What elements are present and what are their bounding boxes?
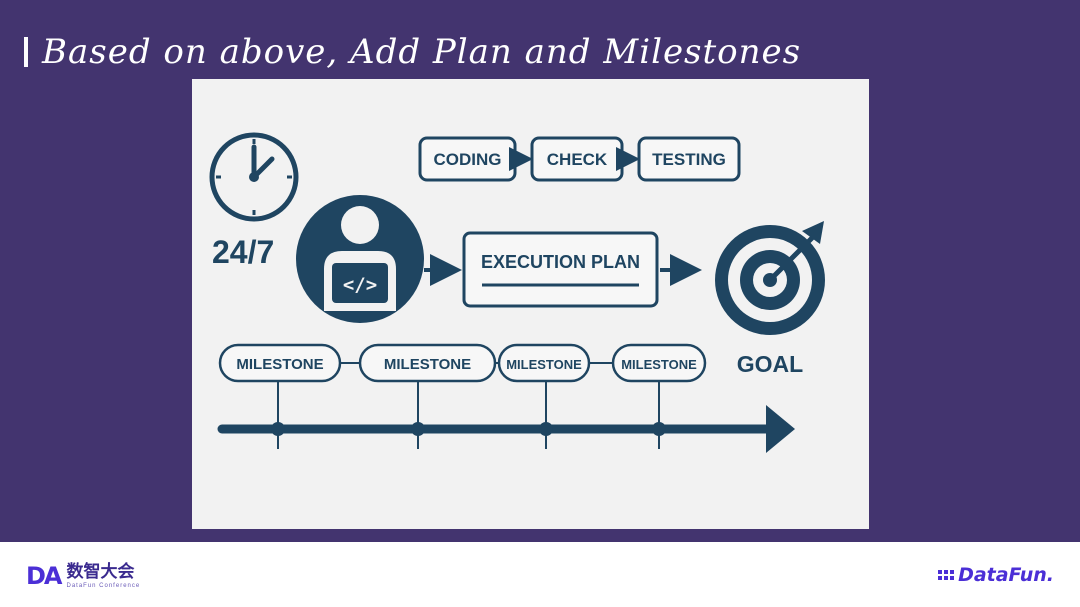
clock-icon [209,132,299,222]
slide-title-bar: Based on above, Add Plan and Milestones [24,32,801,72]
title-accent-bar [24,37,28,67]
pipeline-testing-label: TESTING [652,150,726,169]
milestone-1-label: MILESTONE [236,356,323,373]
diagram-panel: 24/7 CODING CHECK TESTING </> EXECUT [192,79,869,529]
pipeline-coding-label: CODING [434,150,502,169]
footer-bar: DA 数智大会 DataFun Conference DataFun. [0,542,1080,607]
da-logo-en: DataFun Conference [66,582,141,589]
pipeline-check: CHECK [530,136,624,182]
code-symbol: </> [343,274,377,296]
availability-label: 24/7 [212,234,274,270]
milestone-3-label: MILESTONE [506,357,582,372]
datafun-logo-text: DataFun. [958,564,1054,586]
datafun-logo: DataFun. [938,564,1054,586]
pipeline-check-label: CHECK [547,150,608,169]
execution-plan-label: EXECUTION PLAN [481,252,640,272]
developer-icon: </> [296,195,424,323]
milestone-3: MILESTONE [497,343,591,383]
goal-label: GOAL [737,351,803,377]
milestone-1: MILESTONE [218,343,342,383]
pipeline-testing: TESTING [637,136,741,182]
da-logo-mark: DA [26,562,62,590]
timeline-ticks [271,381,666,449]
slide-title: Based on above, Add Plan and Milestones [42,32,802,72]
milestone-4: MILESTONE [611,343,707,383]
milestone-2: MILESTONE [358,343,497,383]
milestone-2-label: MILESTONE [384,356,471,373]
da-logo-cn: 数智大会 [66,561,135,582]
da-logo-text: 数智大会 DataFun Conference [66,561,141,589]
execution-plan-box: EXECUTION PLAN [462,231,659,308]
timeline-arrow [217,405,795,453]
datafun-dots-icon [938,570,955,580]
plan-diagram: 24/7 CODING CHECK TESTING </> EXECUT [209,132,825,453]
milestone-4-label: MILESTONE [621,357,697,372]
target-icon [715,221,825,335]
datafun-conference-logo: DA 数智大会 DataFun Conference [26,562,140,590]
pipeline-coding: CODING [418,136,517,182]
